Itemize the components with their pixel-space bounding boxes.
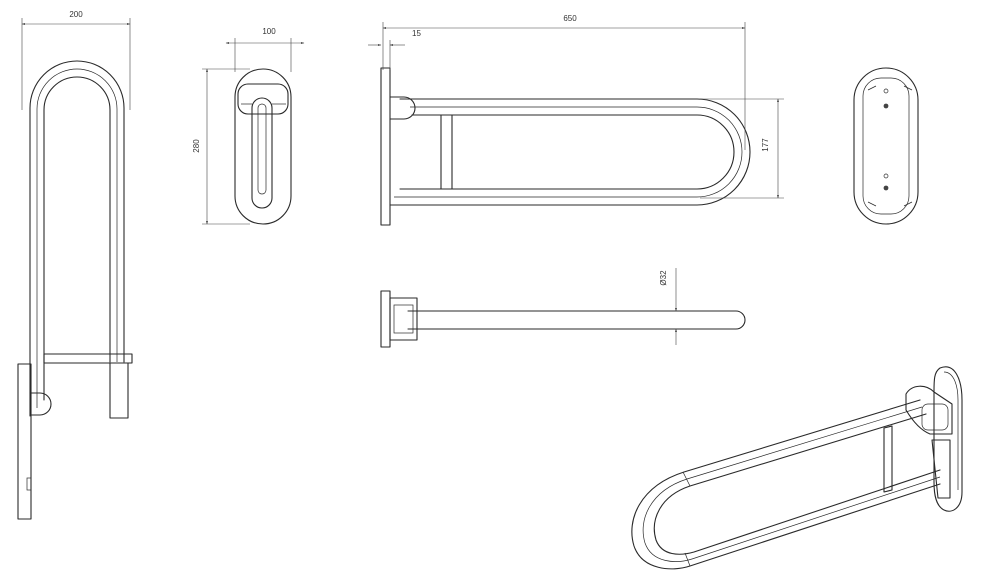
top-wall-plate [380, 67, 391, 226]
front-hinge [29, 392, 52, 416]
side-plate-outer [234, 68, 292, 225]
dim-side-width: 100 [262, 27, 276, 36]
iso-hinge-inner [921, 403, 949, 431]
plate-top-hole [883, 88, 889, 94]
plate-mount-hole-1 [883, 103, 889, 109]
iso-wall-plate [933, 366, 963, 512]
iso-plate-edge [943, 371, 959, 490]
bottom-hinge-block [389, 297, 418, 341]
bottom-wall-plate [380, 290, 391, 348]
dim-wall-offset: 15 [412, 29, 421, 38]
isometric-view [631, 366, 963, 570]
front-u-loop-outer [29, 60, 125, 417]
bottom-bar [407, 310, 746, 330]
plate-mount-hole-3 [883, 185, 889, 191]
plate-back-outer [853, 67, 919, 225]
front-view: 200 [17, 10, 133, 520]
front-u-loop-tube [36, 68, 118, 408]
iso-u-inner [653, 413, 941, 555]
dim-side-height: 280 [192, 139, 201, 153]
top-crossbar [440, 114, 453, 190]
front-right-leg [109, 362, 129, 419]
bottom-view: Ø32 [380, 268, 746, 348]
bottom-hinge-inner [393, 304, 414, 334]
side-hinge-block [237, 83, 289, 115]
top-u-outer [389, 98, 751, 206]
iso-u-outer [631, 399, 941, 570]
front-u-loop-inner [43, 76, 111, 401]
front-plate-detail [26, 477, 32, 491]
plate-back-corners [867, 85, 913, 207]
top-u-inner [399, 114, 735, 190]
side-bar-inner [257, 103, 267, 195]
plate-back-view [853, 67, 919, 225]
iso-joint-1 [682, 471, 691, 487]
iso-joint-2 [684, 552, 691, 567]
iso-u-tube [642, 406, 941, 562]
top-u-tube [394, 106, 743, 198]
dim-front-width: 200 [69, 10, 83, 19]
iso-crossbar [883, 425, 893, 493]
front-wall-plate [17, 363, 32, 520]
side-bar-outer [251, 97, 273, 209]
top-view: 650 15 177 [368, 14, 784, 226]
plate-mount-hole-2 [883, 173, 889, 179]
plate-back-inner [862, 77, 910, 215]
dim-top-length: 650 [563, 14, 577, 23]
top-hinge [389, 96, 416, 120]
front-crossbar [43, 353, 133, 364]
dim-tube-diameter: Ø32 [659, 270, 668, 286]
dim-projection-height: 177 [761, 138, 770, 152]
iso-hinge [905, 385, 953, 435]
side-view: 100 280 [192, 27, 305, 225]
